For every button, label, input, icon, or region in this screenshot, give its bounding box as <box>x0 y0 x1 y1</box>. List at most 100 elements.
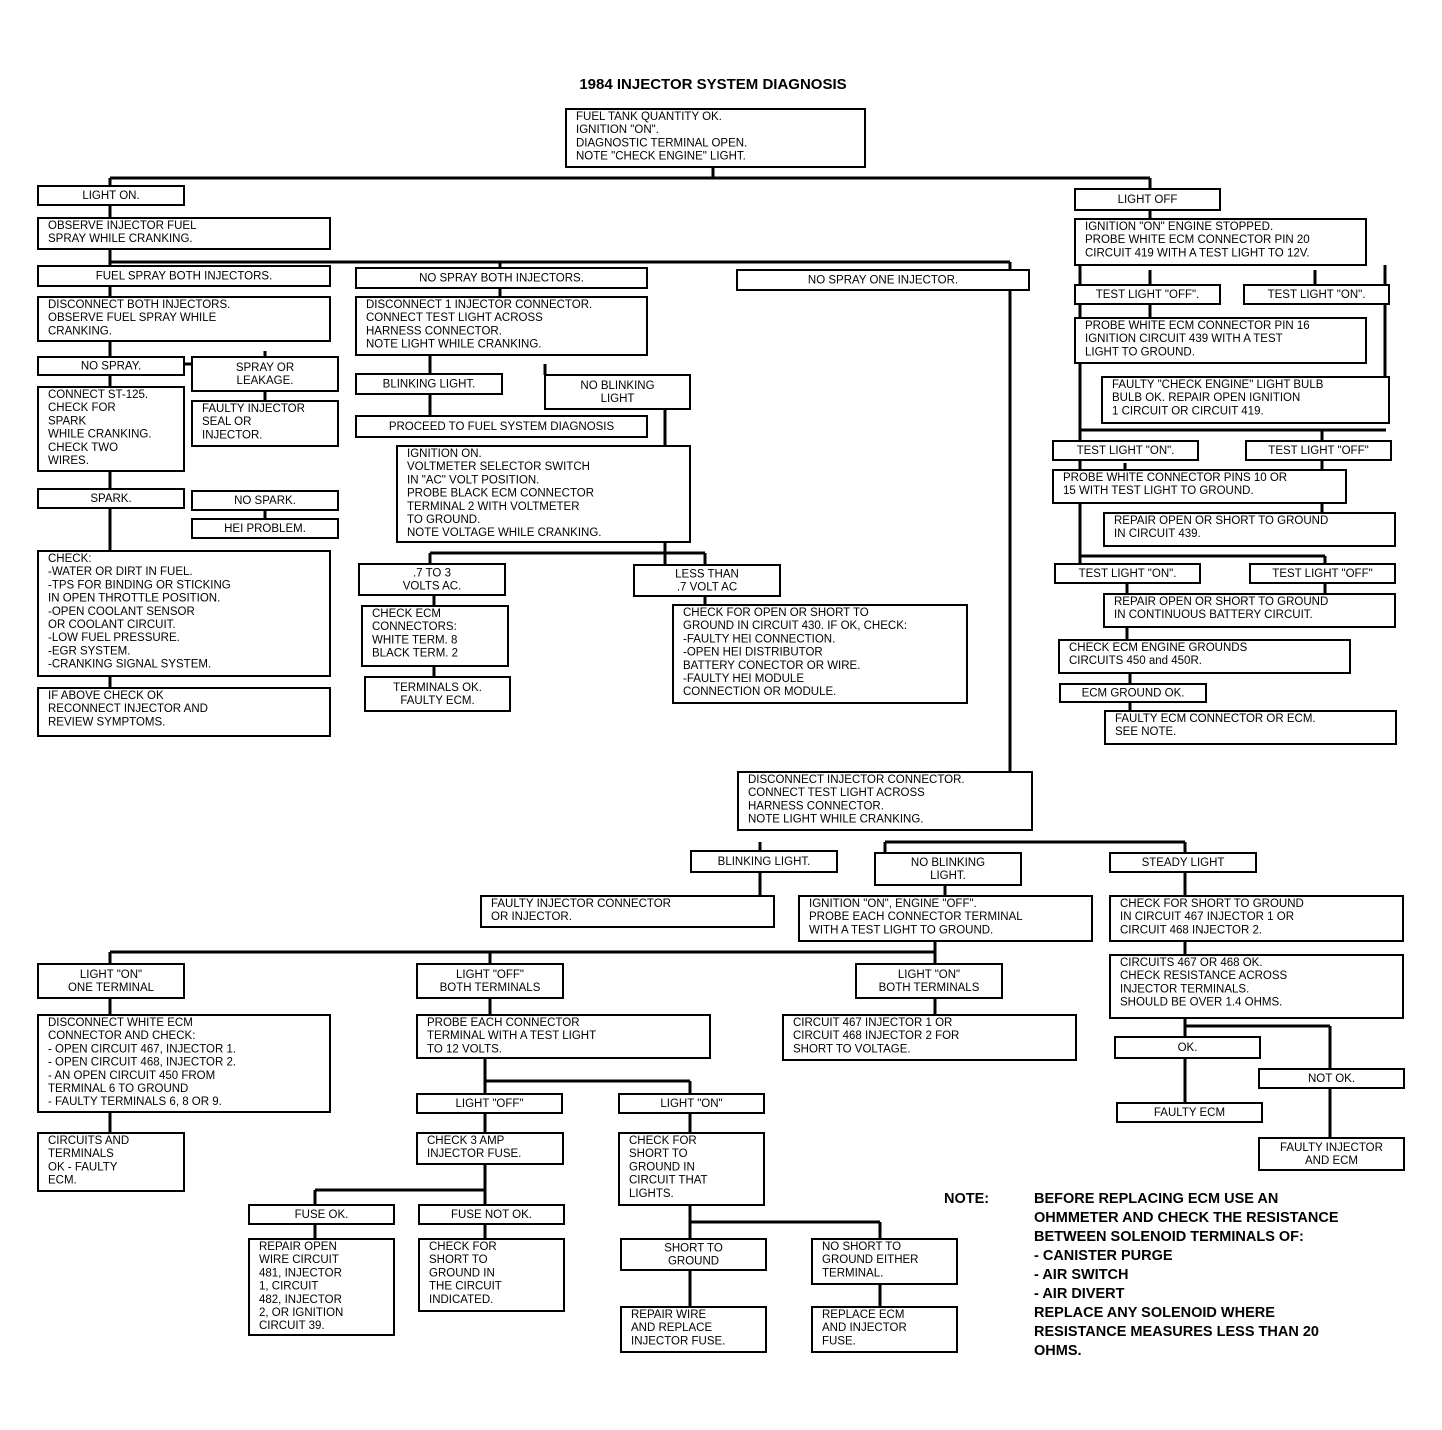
box-text-line: GROUND IN CIRCUIT 430. IF OK, CHECK: <box>683 620 907 632</box>
connector-lines <box>108 167 1387 1307</box>
box-frame <box>1052 440 1199 461</box>
box-text-line: SHORT TO <box>629 1148 688 1160</box>
box-frame <box>690 850 838 873</box>
box-frame <box>191 400 339 447</box>
box-frame <box>355 373 503 395</box>
box-text-line: PROBE EACH CONNECTOR TERMINAL <box>809 911 1023 923</box>
box-text-line: THE CIRCUIT <box>429 1281 502 1293</box>
box-text-line: CIRCUITS 467 OR 468 OK. <box>1120 957 1263 969</box>
box-frame <box>1074 188 1221 211</box>
box-text-line: IGNITION "ON", ENGINE "OFF". <box>809 898 977 910</box>
box-text-line: SHORT TO <box>664 1242 723 1254</box>
box-frame <box>37 488 185 509</box>
box-text-line: ONE TERMINAL <box>68 982 155 994</box>
step-box-light-off: LIGHT OFF <box>1074 188 1221 211</box>
box-text-line: NO SPRAY BOTH INJECTORS. <box>419 272 584 284</box>
box-text-line: LESS THAN <box>675 568 739 580</box>
box-frame <box>1109 954 1404 1019</box>
box-text-line: OK - FAULTY <box>48 1161 118 1173</box>
box-text-line: INJECTOR FUSE. <box>427 1148 521 1160</box>
step-box-terms-ok: TERMINALS OK.FAULTY ECM. <box>364 676 511 712</box>
box-frame <box>1103 593 1396 628</box>
box-text-line: FAULTY INJECTOR <box>1280 1142 1383 1154</box>
box-frame <box>1054 563 1201 584</box>
step-box-light-on-one: LIGHT "ON"ONE TERMINAL <box>37 963 185 999</box>
box-text-line: CHECK 3 AMP <box>427 1135 505 1147</box>
step-box-tl-on1: TEST LIGHT "ON". <box>1243 284 1390 305</box>
box-text-line: CONNECTION OR MODULE. <box>683 686 836 698</box>
box-text-line: HEI PROBLEM. <box>224 523 306 535</box>
box-text-line: STEADY LIGHT <box>1142 857 1225 869</box>
box-text-line: OBSERVE INJECTOR FUEL <box>48 220 197 232</box>
box-text-line: FUEL SPRAY BOTH INJECTORS. <box>96 270 273 282</box>
box-text-line: TERMINAL 6 TO GROUND <box>48 1083 188 1095</box>
note-line: - AIR SWITCH <box>1034 1267 1129 1283</box>
box-frame <box>37 386 185 472</box>
box-frame <box>1052 469 1347 504</box>
box-text-line: WITH A TEST LIGHT TO GROUND. <box>809 924 993 936</box>
box-text-line: CRANKING. <box>48 325 112 337</box>
box-text-line: WIRE CIRCUIT <box>259 1254 339 1266</box>
box-text-line: 2, OR IGNITION <box>259 1307 343 1319</box>
box-text-line: .7 TO 3 <box>413 567 451 579</box>
box-text-line: PROCEED TO FUEL SYSTEM DIAGNOSIS <box>389 421 615 433</box>
box-text-line: BOTH TERMINALS <box>879 982 980 994</box>
box-text-line: REPAIR WIRE <box>631 1309 707 1321</box>
box-text-line: SHORT TO VOLTAGE. <box>793 1043 911 1055</box>
step-box-faulty-ecm2: FAULTY ECM <box>1116 1102 1263 1123</box>
step-box-steady: STEADY LIGHT <box>1109 852 1257 873</box>
box-text-line: CHECK FOR <box>429 1241 497 1253</box>
box-text-line: CONNECTOR AND CHECK: <box>48 1030 195 1042</box>
box-frame <box>355 296 648 356</box>
box-text-line: NO SPRAY ONE INJECTOR. <box>808 274 958 286</box>
box-text-line: CIRCUIT 468 INJECTOR 2 FOR <box>793 1030 959 1042</box>
box-text-line: HARNESS CONNECTOR. <box>366 325 502 337</box>
box-text-line: VOLTMETER SELECTOR SWITCH <box>407 461 590 473</box>
box-text-line: CONNECT TEST LIGHT ACROSS <box>366 312 543 324</box>
box-text-line: CHECK FOR SHORT TO GROUND <box>1120 898 1304 910</box>
box-text-line: IGNITION CIRCUIT 439 WITH A TEST <box>1085 333 1283 345</box>
box-text-line: NO SHORT TO <box>822 1241 901 1253</box>
step-box-no-spray-one: NO SPRAY ONE INJECTOR. <box>736 269 1030 291</box>
box-text-line: NO SPARK. <box>234 495 296 507</box>
box-text-line: REVIEW SYMPTOMS. <box>48 716 165 728</box>
box-text-line: LIGHT. <box>930 870 966 882</box>
box-text-line: DISCONNECT INJECTOR CONNECTOR. <box>748 774 965 786</box>
box-text-line: BLINKING LIGHT. <box>718 856 811 868</box>
page-title: 1984 INJECTOR SYSTEM DIAGNOSIS <box>579 76 846 93</box>
note-line: REPLACE ANY SOLENOID WHERE <box>1034 1305 1275 1321</box>
box-text-line: OBSERVE FUEL SPRAY WHILE <box>48 312 217 324</box>
note-line: OHMMETER AND CHECK THE RESISTANCE <box>1034 1210 1339 1226</box>
box-text-line: - FAULTY TERMINALS 6, 8 OR 9. <box>48 1096 222 1108</box>
box-frame <box>1109 895 1404 942</box>
box-text-line: -WATER OR DIRT IN FUEL. <box>48 566 193 578</box>
box-text-line: 1, CIRCUIT <box>259 1281 318 1293</box>
box-text-line: - OPEN CIRCUIT 468, INJECTOR 2. <box>48 1057 236 1069</box>
box-text-line: SPRAY OR <box>236 362 294 374</box>
box-text-line: - AN OPEN CIRCUIT 450 FROM <box>48 1070 215 1082</box>
step-box-faulty-ecm-conn: FAULTY ECM CONNECTOR OR ECM.SEE NOTE. <box>1104 710 1397 745</box>
step-box-light-off3: LIGHT "OFF" <box>416 1093 563 1114</box>
box-text-line: INDICATED. <box>429 1294 493 1306</box>
note-line: BEFORE REPLACING ECM USE AN <box>1034 1191 1278 1207</box>
box-text-line: SHOULD BE OVER 1.4 OHMS. <box>1120 997 1282 1009</box>
note-line: BETWEEN SOLENOID TERMINALS OF: <box>1034 1229 1304 1245</box>
box-text-line: FAULTY INJECTOR <box>202 403 305 415</box>
box-text-line: 15 WITH TEST LIGHT TO GROUND. <box>1063 485 1254 497</box>
box-text-line: WHITE TERM. 8 <box>372 634 457 646</box>
box-frame <box>37 217 331 250</box>
box-text-line: 481, INJECTOR <box>259 1267 342 1279</box>
step-box-ign-volt: IGNITION ON.VOLTMETER SELECTOR SWITCHIN … <box>396 445 691 543</box>
step-box-disconnect-1: DISCONNECT 1 INJECTOR CONNECTOR.CONNECT … <box>355 296 648 356</box>
step-box-fuel-spray-both: FUEL SPRAY BOTH INJECTORS. <box>37 265 331 287</box>
